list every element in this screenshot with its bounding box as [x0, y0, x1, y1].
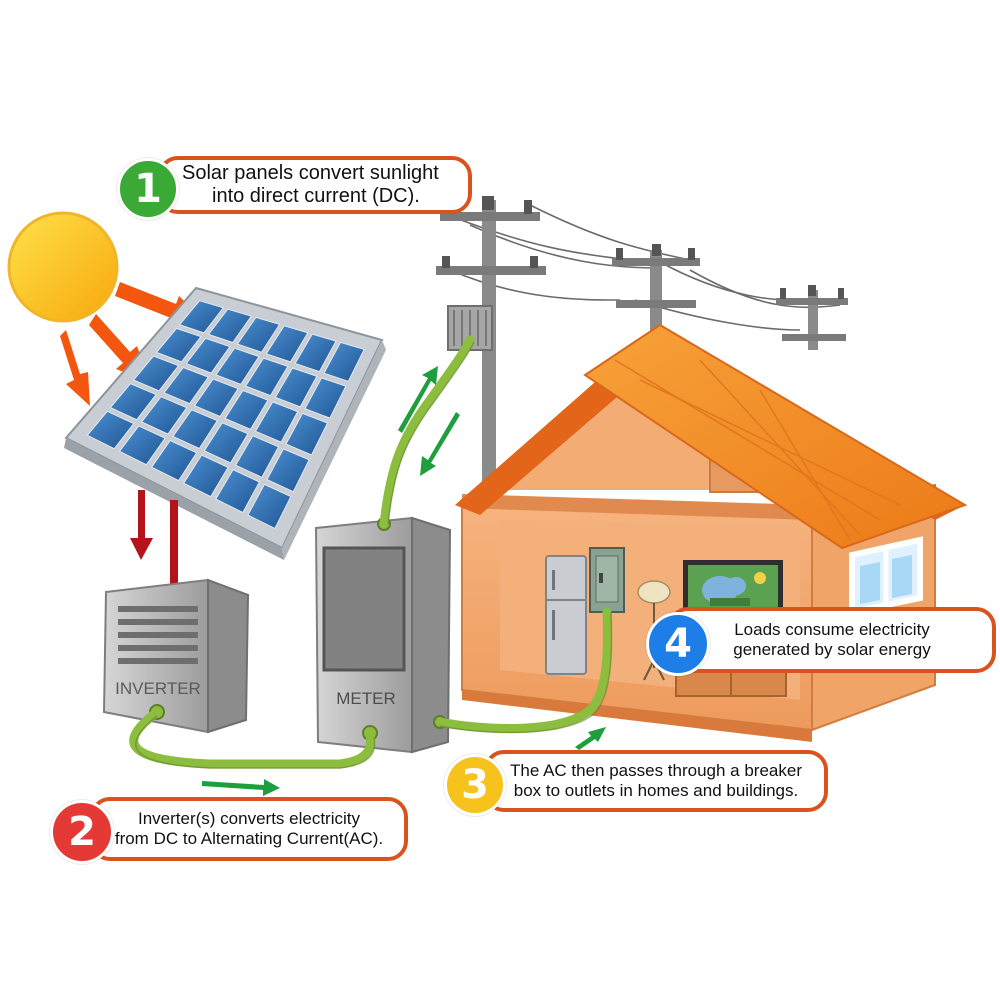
- panel-cell: [254, 401, 299, 443]
- step-3-callout: The AC then passes through a breaker box…: [484, 750, 828, 812]
- utility-pole-2: [612, 244, 700, 340]
- panel-cell: [215, 469, 261, 514]
- step-2-text-line-2: from DC to Alternating Current(AC).: [114, 829, 384, 848]
- flow-arrow-down: [420, 412, 460, 476]
- panel-cell: [215, 347, 260, 385]
- flow-arrows: [202, 366, 606, 796]
- step-3-text-line-2: box to outlets in homes and buildings.: [513, 781, 799, 800]
- step-4-text-line-2: generated by solar energy: [733, 640, 931, 659]
- step-3-badge: 3: [444, 754, 506, 816]
- panel-cell: [304, 377, 347, 419]
- dc-arrows: [130, 490, 178, 592]
- television: [683, 560, 783, 616]
- house: [455, 323, 968, 742]
- flow-arrow-up: [398, 366, 438, 433]
- flow-arrow-right: [202, 779, 280, 796]
- wire-meter-to-house: [435, 607, 613, 734]
- panel-cell: [236, 316, 281, 353]
- step-4-text-line-1: Loads consume electricity: [734, 620, 930, 640]
- step-1-badge: 1: [117, 158, 179, 220]
- panel-cells: [86, 300, 365, 530]
- panel-cell: [265, 325, 309, 363]
- step-3-text-line-1: The AC then passes through a breaker: [509, 761, 802, 781]
- refrigerator: [545, 555, 587, 675]
- panel-cell: [86, 410, 135, 450]
- inverter: INVERTER: [102, 578, 250, 734]
- step-4-callout: Loads consume electricity generated by s…: [668, 607, 996, 673]
- panel-cell: [150, 439, 198, 482]
- step-1-callout: Solar panels convert sunlight into direc…: [158, 156, 472, 214]
- panel-cell: [247, 483, 292, 530]
- utility-pole-3: [776, 285, 848, 350]
- panel-cell: [140, 396, 188, 435]
- panel-cell: [244, 357, 289, 397]
- panel-cell: [178, 300, 225, 334]
- panel-cell: [323, 341, 365, 382]
- breaker-box: [589, 547, 625, 613]
- meter: METER: [314, 516, 452, 754]
- panel-cell: [182, 454, 229, 498]
- panel-cell: [294, 333, 337, 373]
- sun-icon: [7, 211, 119, 323]
- wires: [129, 335, 613, 769]
- panel-cell: [274, 367, 318, 408]
- panel-cell: [185, 337, 231, 374]
- panel-cell: [234, 435, 280, 478]
- panel-cell: [224, 389, 269, 430]
- panel-cell: [203, 422, 249, 464]
- step-2-text-line-1: Inverter(s) converts electricity: [138, 809, 360, 829]
- panel-cell: [155, 327, 202, 363]
- panel-cell: [266, 448, 310, 493]
- panel-cell: [163, 366, 210, 405]
- utility-pole-1: [436, 196, 546, 550]
- solar-panel: [64, 286, 386, 560]
- step-1-text-line-2: into direct current (DC).: [212, 185, 420, 207]
- house-window: [849, 536, 923, 616]
- meter-label: METER: [336, 689, 396, 708]
- panel-cell: [109, 383, 157, 421]
- step-2-badge: 2: [50, 800, 114, 864]
- wire-meter-to-pole: [379, 335, 475, 529]
- inverter-label: INVERTER: [115, 679, 201, 698]
- panel-cell: [132, 355, 180, 392]
- step-4-badge: 4: [646, 612, 710, 676]
- step-2-callout: Inverter(s) converts electricity from DC…: [90, 797, 408, 861]
- step-1-text-line-1: Solar panels convert sunlight: [182, 162, 439, 184]
- panel-cell: [118, 425, 166, 466]
- panel-cell: [207, 308, 253, 344]
- flow-arrow-house: [575, 727, 606, 750]
- wire-inverter-to-meter: [129, 707, 376, 769]
- panel-cell: [285, 412, 329, 456]
- panel-cell: [172, 409, 219, 450]
- panel-cell: [193, 378, 239, 418]
